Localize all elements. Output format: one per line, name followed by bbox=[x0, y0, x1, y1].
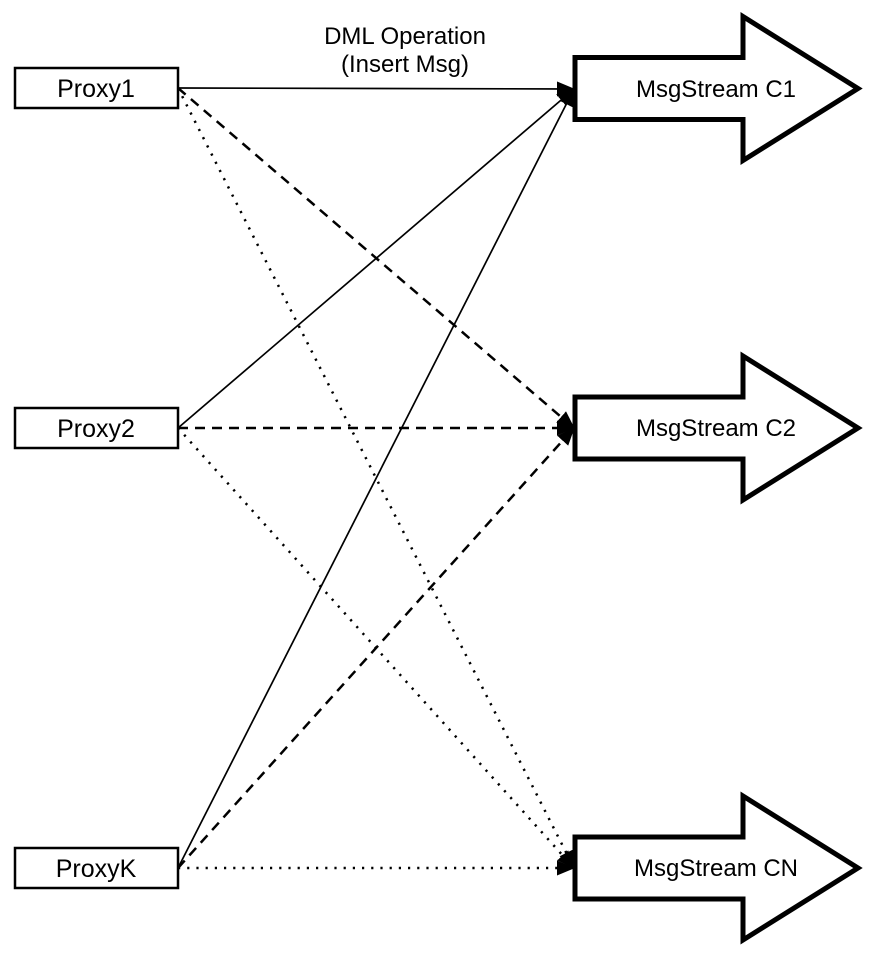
proxy-node-proxy2: Proxy2 bbox=[13, 406, 180, 450]
stream-cn-label: MsgStream CN bbox=[634, 855, 798, 882]
proxy2-label: Proxy2 bbox=[57, 415, 135, 443]
stream-c2: MsgStream C2 bbox=[572, 351, 863, 505]
edge-proxy1-cn bbox=[176, 87, 576, 869]
block-arrow-shape-cn bbox=[572, 791, 863, 945]
header-annotation: DML Operation (Insert Msg) bbox=[324, 23, 486, 78]
proxyK-label: ProxyK bbox=[56, 855, 137, 883]
block-arrow-shape-c2 bbox=[572, 351, 863, 505]
header-line2: (Insert Msg) bbox=[341, 51, 469, 78]
proxy1-label: Proxy1 bbox=[57, 75, 135, 103]
header-line1: DML Operation bbox=[324, 23, 486, 50]
proxy-node-proxyK: ProxyK bbox=[13, 846, 180, 890]
edge-proxyK-c1 bbox=[177, 88, 575, 869]
proxy1-box bbox=[13, 66, 180, 110]
proxy-node-proxy1: Proxy1 bbox=[13, 66, 180, 110]
block-arrow-shape-c1 bbox=[572, 11, 863, 166]
stream-c1: MsgStream C1 bbox=[572, 11, 863, 166]
stream-c2-label: MsgStream C2 bbox=[636, 415, 796, 442]
edge-proxy2-cn bbox=[177, 427, 575, 869]
stream-cn: MsgStream CN bbox=[572, 791, 863, 945]
edges-layer bbox=[176, 81, 576, 876]
edge-proxy1-c2 bbox=[177, 87, 575, 429]
stream-c1-label: MsgStream C1 bbox=[636, 76, 796, 103]
edge-proxy1-c1 bbox=[177, 81, 575, 97]
